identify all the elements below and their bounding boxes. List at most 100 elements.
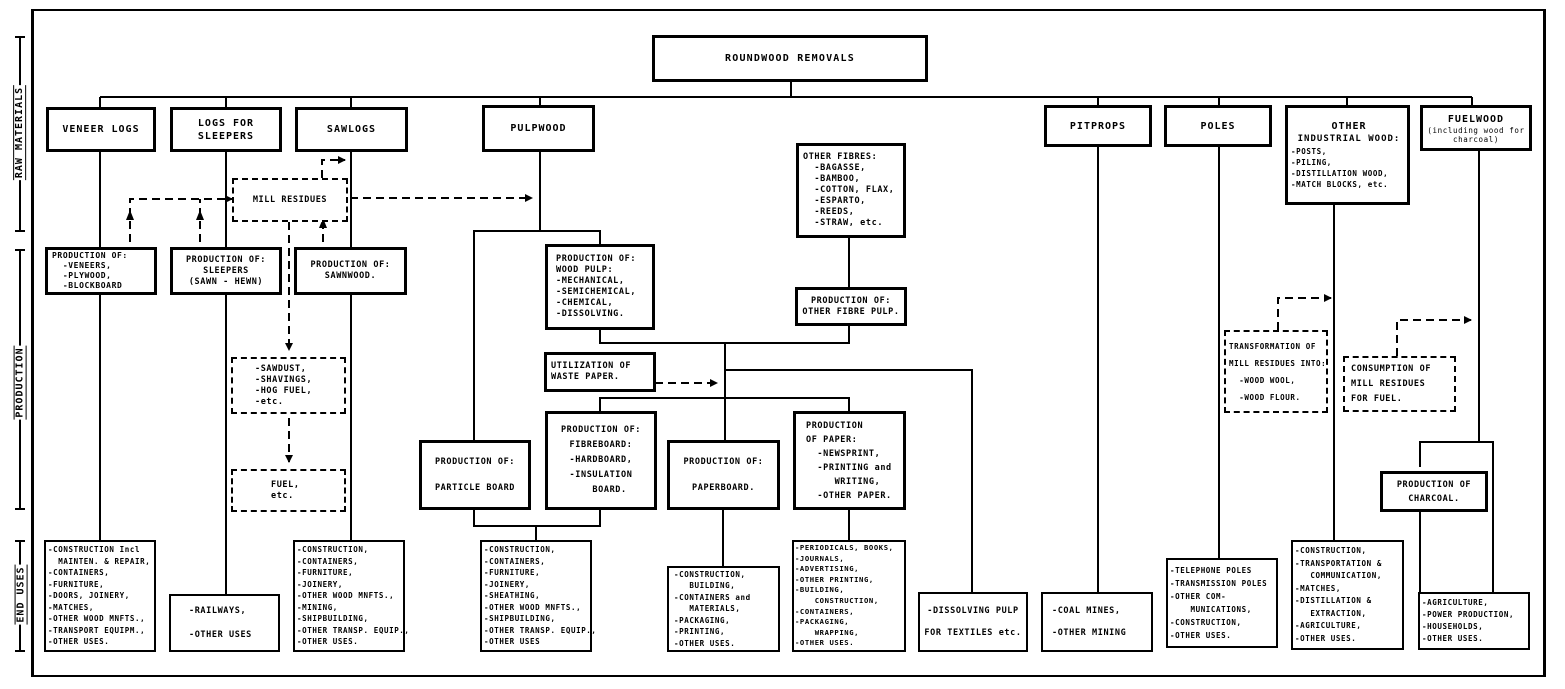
node-production-fibreboard: PRODUCTION OF: FIBREBOARD: -HARDBOARD, -… (545, 411, 657, 510)
end-use-item: -FURNITURE, (48, 579, 105, 589)
end-use-item: MUNICATIONS, (1170, 605, 1252, 614)
node-label: SAWLOGS (326, 124, 377, 135)
end-use-item (1052, 617, 1058, 628)
end-use-item: -FURNITURE, (484, 568, 541, 578)
node-label: PRODUCTION OF: (560, 425, 642, 435)
node-other-industrial-wood: OTHER INDUSTRIAL WOOD: -POSTS, -PILING, … (1285, 105, 1410, 205)
node-label: UTILIZATION OF (551, 361, 632, 371)
arrow-residues-to-sawlogs (321, 156, 346, 178)
node-production-wood-pulp: PRODUCTION OF: WOOD PULP: -MECHANICAL, -… (545, 244, 655, 330)
node-label: (including wood for (1427, 125, 1525, 135)
node-label: PRODUCTION OF: (434, 456, 516, 467)
node-poles: POLES (1164, 105, 1272, 147)
arrow-consumption (1396, 316, 1472, 356)
node-fuel: FUEL, etc. (231, 469, 346, 512)
node-label: -INSULATION (569, 470, 633, 480)
end-uses-pitprops: -COAL MINES, -OTHER MINING (1041, 592, 1153, 652)
node-label: -ESPARTO, (803, 196, 866, 206)
end-use-item: -TELEPHONE POLES (1170, 566, 1252, 575)
end-use-item: -MATCHES, (1295, 583, 1342, 593)
end-uses-fuelwood: -AGRICULTURE, -POWER PRODUCTION, -HOUSEH… (1418, 592, 1530, 650)
node-production-other-fibre-pulp: PRODUCTION OF: OTHER FIBRE PULP. (795, 287, 907, 326)
end-use-item: -POWER PRODUCTION, (1422, 610, 1515, 619)
end-use-item: -CONTAINERS, (297, 556, 359, 566)
node-label: -SHAVINGS, (255, 374, 313, 385)
end-use-item: -OTHER USES. (674, 638, 736, 648)
node-label: PAPERBOARD. (692, 482, 755, 493)
node-label: INDUSTRIAL WOOD: (1297, 134, 1401, 144)
node-label: -SAWDUST, (255, 363, 307, 374)
node-transformation-mill-residues: TRANSFORMATION OF MILL RESIDUES INTO: -W… (1224, 330, 1328, 413)
solid-connectors (99, 82, 1494, 594)
node-mill-residues: MILL RESIDUES (232, 178, 348, 222)
connector (473, 230, 601, 440)
node-label: -BAGASSE, (803, 163, 866, 173)
node-production-sleepers: PRODUCTION OF: SLEEPERS (SAWN - HEWN) (170, 247, 282, 295)
node-label: FUELWOOD (1447, 113, 1505, 125)
end-use-item: -OTHER WOOD MNFTS., (484, 602, 582, 612)
node-production-veneers: PRODUCTION OF: -VENEERS, -PLYWOOD, -BLOC… (45, 247, 157, 295)
node-fuelwood: FUELWOOD (including wood for charcoal) (1420, 105, 1532, 151)
node-label: PRODUCTION OF: (310, 260, 391, 270)
node-label: WOOD PULP: (556, 265, 614, 275)
node-roundwood-removals: ROUNDWOOD REMOVALS (652, 35, 928, 82)
end-use-item: -AGRICULTURE, (1295, 621, 1362, 630)
end-use-item: -CONTAINERS, (484, 556, 546, 566)
node-sawdust-shavings: -SAWDUST, -SHAVINGS, -HOG FUEL, -etc. (231, 357, 346, 414)
end-use-item: -TRANSPORT EQUIPM., (48, 625, 146, 635)
end-use-item: -SHEATHING, (484, 591, 541, 601)
node-label: PRODUCTION OF (1396, 479, 1472, 490)
end-uses-sleepers: -RAILWAYS, -OTHER USES (169, 594, 280, 652)
end-use-item: -PERIODICALS, BOOKS, (795, 543, 894, 553)
node-label: -VENEERS, (52, 261, 112, 270)
dashed-connectors (129, 156, 1472, 463)
node-logs-for-sleepers: LOGS FOR SLEEPERS (170, 107, 282, 152)
node-label: FOR FUEL. (1351, 393, 1403, 404)
node-other-fibres: OTHER FIBRES: -BAGASSE, -BAMBOO, -COTTON… (796, 143, 906, 238)
node-production-sawnwood: PRODUCTION OF: SAWNWOOD. (294, 247, 407, 295)
node-label: -PILING, (1291, 158, 1332, 167)
end-use-item: -RAILWAYS, (189, 606, 247, 616)
node-label: SLEEPERS (197, 130, 255, 142)
connector (473, 510, 601, 527)
node-label: ROUNDWOOD REMOVALS (725, 53, 855, 64)
node-sawlogs: SAWLOGS (295, 107, 408, 152)
end-use-item (970, 617, 976, 628)
end-use-item: -OTHER USES. (1295, 633, 1357, 643)
node-label: -PLYWOOD, (52, 271, 112, 280)
node-production-particle-board: PRODUCTION OF: PARTICLE BOARD (419, 440, 531, 510)
end-uses-paperboard: -CONSTRUCTION, BUILDING, -CONTAINERS and… (667, 566, 780, 652)
end-use-item: -CONSTRUCTION, (674, 569, 746, 579)
end-use-item: -SHIPBUILDING, (297, 614, 369, 624)
end-use-item: -OTHER USES (189, 630, 252, 640)
end-use-item (189, 617, 195, 629)
end-use-item: -OTHER USES. (297, 637, 359, 647)
node-label (721, 469, 727, 482)
node-label: PARTICLE BOARD (434, 482, 516, 493)
node-label: FUEL, (271, 479, 300, 490)
end-use-item: -AGRICULTURE, (1422, 598, 1489, 607)
node-label: LOGS FOR (197, 117, 255, 129)
end-use-item: -CONTAINERS, (48, 568, 110, 578)
node-label: -CHEMICAL, (556, 298, 614, 308)
node-label: -etc. (255, 396, 284, 407)
arrow-transformation (1277, 294, 1332, 330)
end-use-item: -CONSTRUCTION, (297, 545, 369, 555)
end-uses-dissolving-pulp: -DISSOLVING PULP FOR TEXTILES etc. (918, 592, 1028, 652)
node-label: -OTHER PAPER. (806, 490, 892, 501)
node-label: -HOG FUEL, (255, 385, 313, 396)
node-label: MILL RESIDUES (1351, 378, 1426, 389)
node-label: -HARDBOARD, (569, 455, 633, 465)
end-use-item: -CONTAINERS and (674, 592, 751, 602)
connector (1419, 441, 1494, 592)
node-label: POLES (1200, 120, 1236, 132)
node-label: -POSTS, (1291, 147, 1327, 156)
node-label: PRODUCTION OF: (810, 295, 892, 306)
node-label: -STRAW, etc. (803, 218, 884, 228)
end-use-item: -CONSTRUCTION, (1170, 618, 1242, 627)
connector (725, 369, 973, 592)
node-label: -REEDS, (803, 207, 855, 217)
end-use-item: -PACKAGING, (795, 617, 850, 627)
node-label: -MATCH BLOCKS, etc. (1291, 180, 1389, 189)
end-use-item: -OTHER TRANSP. EQUIP., (297, 625, 410, 635)
